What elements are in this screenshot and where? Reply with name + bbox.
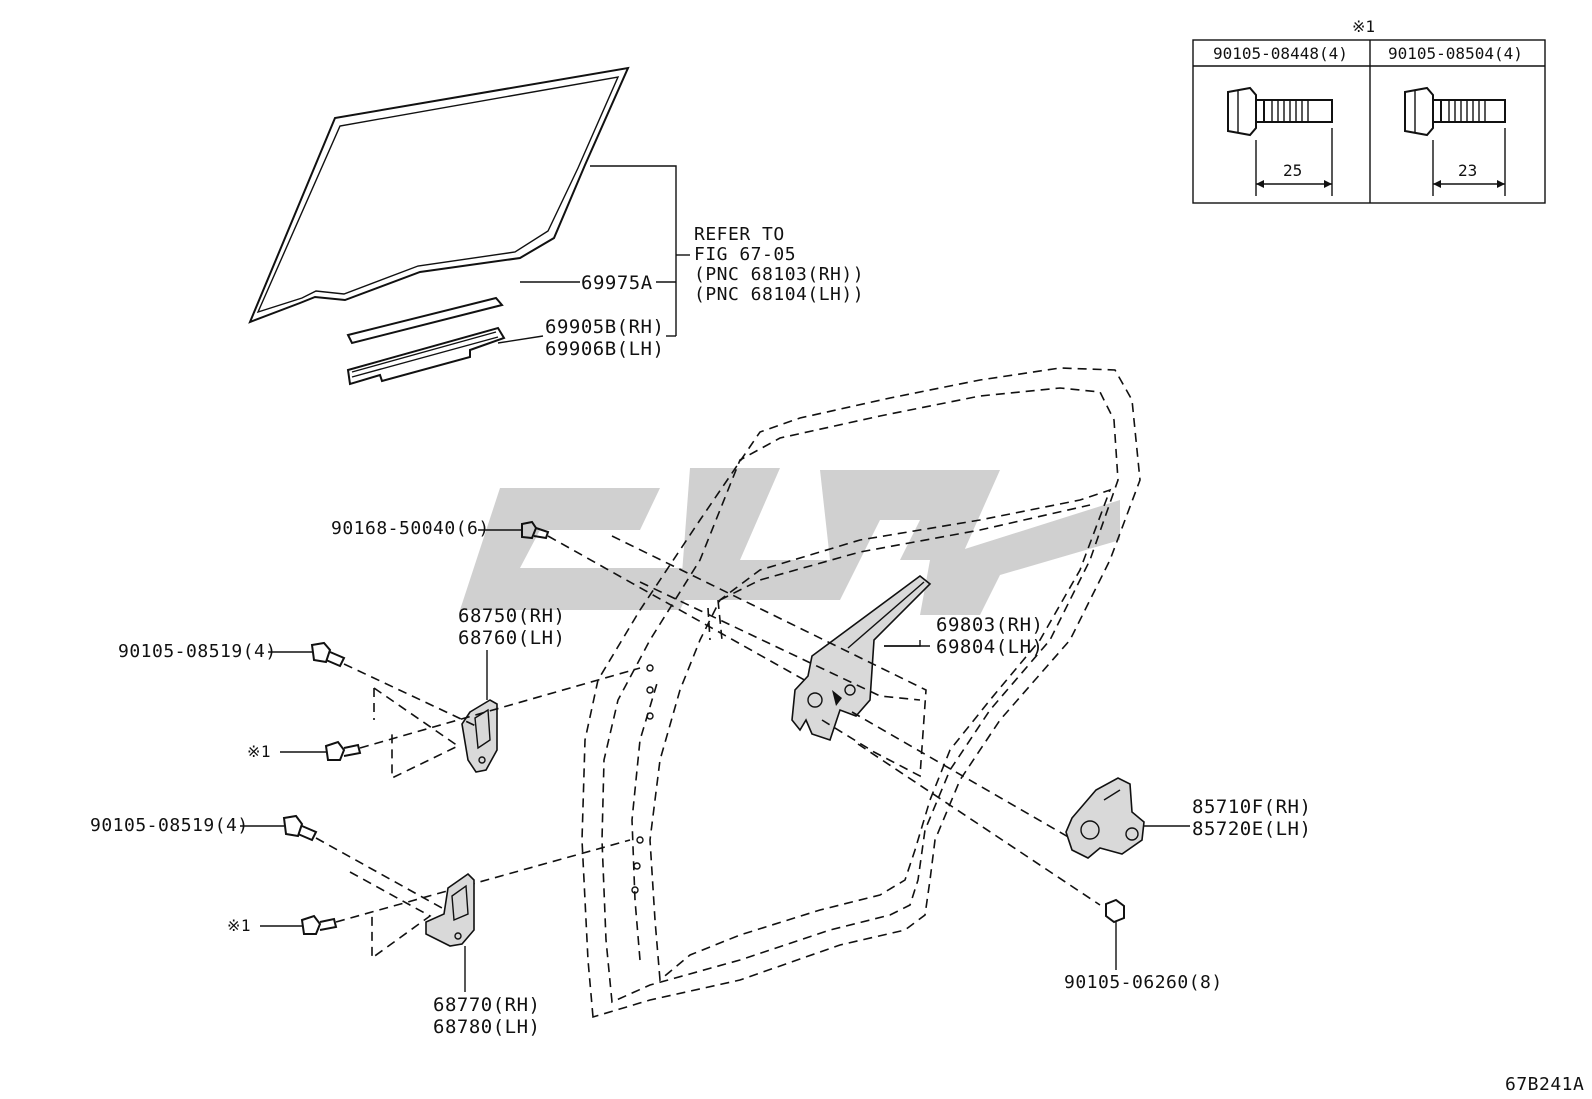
label-69803: 69803(RH) [936,614,1043,636]
bolt-table-note-mark: ※1 [1352,17,1375,36]
label-69975a: 69975A [581,272,653,294]
note-mark-upper: ※1 [247,742,271,761]
bolt-col2-part: 90105-08504(4) [1388,44,1523,63]
refer-to-text-2: FIG 67-05 [694,244,796,265]
label-90105-08519-upper: 90105-08519(4) [118,641,277,662]
bolt-23-icon: 23 [1404,86,1506,196]
screw-90105-06260-icon [1105,898,1125,924]
upper-hinge-icon [461,699,498,773]
door-panel-outline [581,367,1141,1019]
bolt-upper-hinge-a-icon [310,641,346,668]
bolt-lower-hinge-b-icon [300,914,338,935]
label-68780: 68780(LH) [433,1016,540,1038]
bolt-lower-hinge-a-icon [282,814,318,842]
bolt-upper-hinge-b-icon [324,740,362,761]
label-69906b: 69906B(LH) [545,338,664,360]
bolt-25-icon: 25 [1227,86,1333,196]
label-69804: 69804(LH) [936,636,1043,658]
note-mark-lower: ※1 [227,916,251,935]
window-motor-icon [1065,777,1145,859]
label-85710f: 85710F(RH) [1192,796,1311,818]
refer-bracket [497,165,690,344]
label-90105-06260: 90105-06260(8) [1064,972,1223,993]
label-68750: 68750(RH) [458,605,565,627]
screw-90168-icon [521,520,550,540]
bolt-col1-length: 25 [1283,161,1302,180]
refer-to-text-3: (PNC 68103(RH)) [694,264,864,285]
refer-to-text-1: REFER TO [694,224,785,245]
glass-run-strip [346,296,506,386]
refer-to-text-4: (PNC 68104(LH)) [694,284,864,305]
lower-hinge-icon [425,872,475,947]
label-68770: 68770(RH) [433,994,540,1016]
label-68760: 68760(LH) [458,627,565,649]
label-69905b: 69905B(RH) [545,316,664,338]
label-90105-08519-lower: 90105-08519(4) [90,815,249,836]
watermark-logo [460,468,1120,615]
bolt-col2-length: 23 [1458,161,1477,180]
bolt-spec-table: ※1 90105-08448(4) 90105-08504(4) 25 [1192,17,1546,204]
label-85720e: 85720E(LH) [1192,818,1311,840]
door-hinge-holes [631,664,654,894]
bolt-col1-part: 90105-08448(4) [1213,44,1348,63]
figure-code: 67B241A [1505,1074,1584,1095]
label-90168-50040: 90168-50040(6) [331,518,490,539]
door-glass [248,66,630,324]
